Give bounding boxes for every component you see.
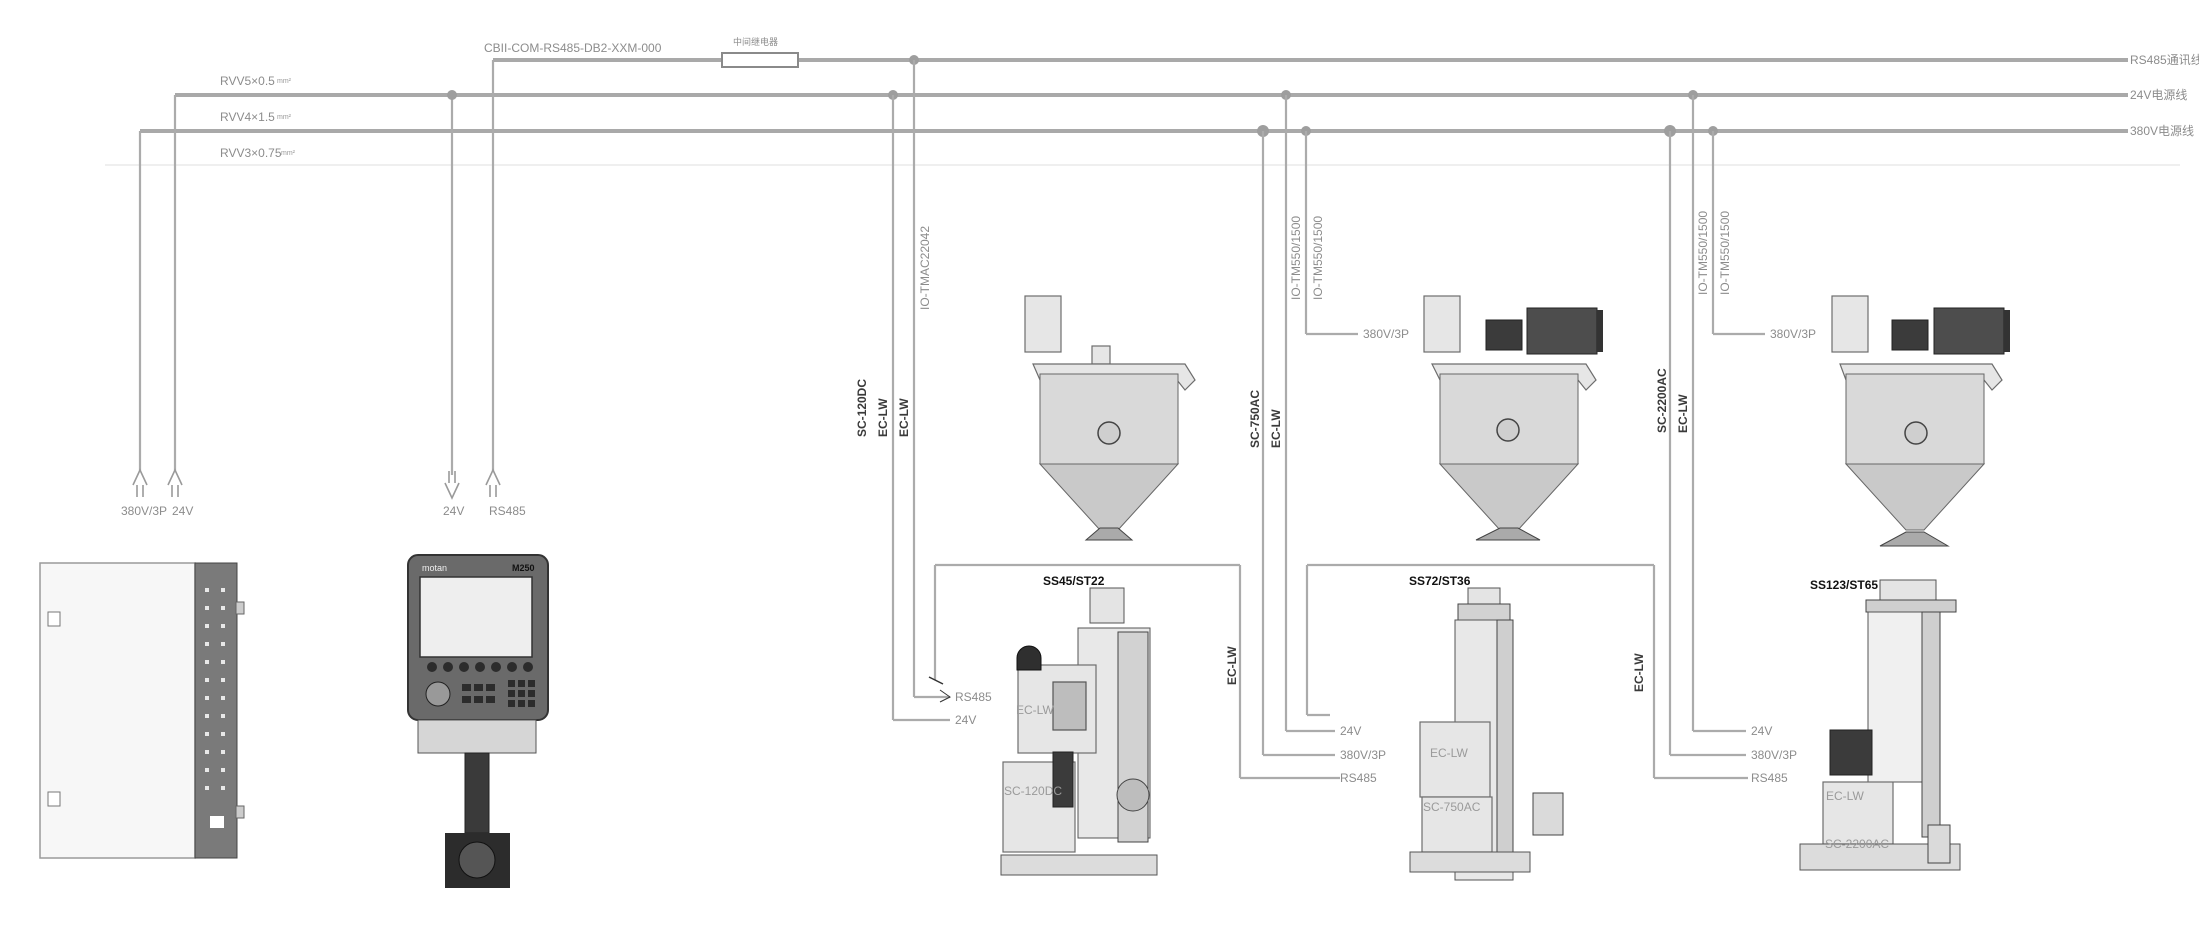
station1-rs485-label: RS485	[955, 690, 992, 704]
station2-io1-label: IO-TM550/1500	[1289, 216, 1303, 300]
hopper-3	[1831, 295, 2010, 547]
station3-ec1-label: EC-LW	[1676, 394, 1690, 433]
bus-label-rs485: RS485通讯线	[2130, 53, 2199, 67]
station2-380v-label: 380V/3P	[1340, 748, 1386, 762]
hopper-1	[1024, 295, 1196, 541]
bus-label-24v: 24V电源线	[2130, 88, 2187, 102]
station2-rs485-label: RS485	[1340, 771, 1377, 785]
station1-title: SS45/ST22	[1043, 574, 1105, 588]
station2-wiring	[1257, 90, 1748, 780]
station1-ec-side-label: EC-LW	[1225, 646, 1239, 685]
station2-drive-label: SC-750AC	[1248, 390, 1262, 448]
rs485-cable-code: CBII-COM-RS485-DB2-XXM-000	[484, 41, 662, 55]
cable-rvv3-unit: mm²	[281, 150, 296, 157]
hopper-2	[1423, 295, 1603, 541]
station3-rs485-label: RS485	[1751, 771, 1788, 785]
station3-io2-label: IO-TM550/1500	[1718, 211, 1732, 295]
station2-motor-power: 380V/3P	[1363, 327, 1409, 341]
cable-rvv4: RVV4×1.5	[220, 110, 275, 124]
station3-io1-label: IO-TM550/1500	[1696, 211, 1710, 295]
arrow-label-380v: 380V/3P	[121, 504, 167, 518]
vacuum-station-3: EC-LW SC-2200AC	[1799, 579, 1961, 871]
station3-box-label: EC-LW	[1826, 789, 1864, 803]
station1-drive-label: SC-120DC	[855, 379, 869, 437]
arrow-label-rs485: RS485	[489, 504, 526, 518]
station2-box-label: EC-LW	[1430, 746, 1468, 760]
station2-drive-box-label: SC-750AC	[1423, 800, 1481, 814]
controller-brand: motan	[422, 563, 447, 573]
cable-rvv4-unit: mm²	[277, 114, 292, 121]
station2-title: SS72/ST36	[1409, 574, 1471, 588]
relay-symbol	[721, 52, 799, 68]
station3-drive-box-label: SC-2200AC	[1825, 837, 1889, 851]
cable-rvv3: RVV3×0.75	[220, 146, 282, 160]
station1-drive-box-label: SC-120DC	[1004, 784, 1062, 798]
station1-ec1-label: EC-LW	[876, 398, 890, 437]
cable-rvv5: RVV5×0.5	[220, 74, 275, 88]
bus-lines	[105, 52, 2180, 166]
controller-model: M250	[512, 563, 535, 573]
left-drops	[132, 60, 501, 500]
vacuum-station-2: EC-LW SC-750AC	[1409, 587, 1564, 881]
relay-label: 中间继电器	[733, 36, 778, 47]
station1-wiring	[888, 60, 1340, 780]
vacuum-station-1: EC-LW SC-120DC	[1000, 587, 1158, 876]
station3-drive-label: SC-2200AC	[1655, 368, 1669, 433]
controller-m250: motan M250	[407, 554, 549, 888]
station2-ec-side-label: EC-LW	[1632, 653, 1646, 692]
cable-rvv5-unit: mm²	[277, 78, 292, 85]
station1-24v-label: 24V	[955, 713, 976, 727]
station1-ec2-label: EC-LW	[897, 398, 911, 437]
station2-io2-label: IO-TM550/1500	[1311, 216, 1325, 300]
bus-label-380v: 380V电源线	[2130, 124, 2194, 138]
station2-ec1-label: EC-LW	[1269, 409, 1283, 448]
station3-wiring	[1664, 90, 1765, 757]
station3-24v-label: 24V	[1751, 724, 1772, 738]
station3-motor-power: 380V/3P	[1770, 327, 1816, 341]
station3-380v-label: 380V/3P	[1751, 748, 1797, 762]
station3-title: SS123/ST65	[1810, 578, 1878, 592]
station1-io-label: IO-TMAC22042	[918, 226, 932, 310]
station2-24v-label: 24V	[1340, 724, 1361, 738]
junction-24v-ctrl	[447, 90, 457, 100]
arrow-label-24v-ctrl: 24V	[443, 504, 464, 518]
station1-box-label: EC-LW	[1016, 703, 1054, 717]
power-cabinet	[39, 562, 245, 859]
arrow-label-24v-cab: 24V	[172, 504, 193, 518]
